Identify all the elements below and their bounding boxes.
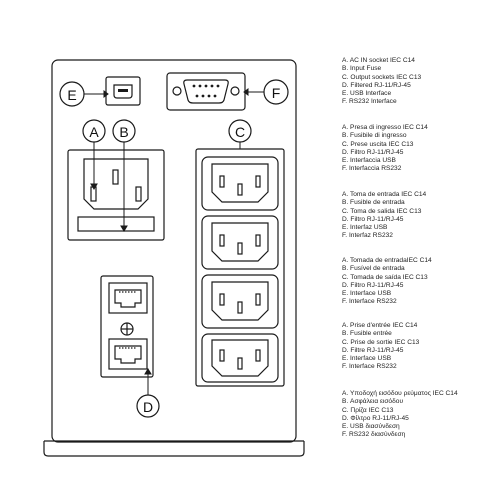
legend-line: A. Presa di ingresso IEC C14	[342, 124, 428, 131]
legend-line: E. Interface USB	[342, 355, 392, 363]
legend-line: E. USB Interface	[342, 90, 392, 98]
ac-input-socket	[67, 149, 165, 241]
legend-line: A. Υποδοχή εισόδου ρεύματος IEC C14	[342, 390, 458, 397]
callout-d: D	[136, 394, 160, 418]
legend-line: F. Interfaccia RS232	[342, 165, 402, 173]
ground-symbol-icon	[120, 322, 134, 336]
legend-line: B. Input Fuse	[342, 65, 382, 73]
callout-c: C	[228, 119, 252, 143]
legend-english: A. AC IN socket IEC C14 B. Input Fuse C.…	[342, 57, 498, 107]
legend-line: B. Ασφάλεια εισόδου	[342, 398, 404, 406]
svg-text:C: C	[235, 124, 245, 140]
svg-text:E: E	[67, 87, 76, 103]
rj45-port-bottom	[108, 338, 148, 370]
legend-line: A. AC IN socket IEC C14	[342, 57, 415, 64]
legend-line: D. Filtro RJ-11/RJ-45	[342, 148, 404, 156]
legend-italian: A. Presa di ingresso IEC C14 B. Fusibile…	[342, 124, 498, 174]
svg-text:A: A	[89, 124, 99, 140]
rj45-port-top	[108, 282, 148, 314]
callout-b: B	[112, 119, 136, 143]
legend-line: A. Prise d'entrée IEC C14	[342, 322, 418, 329]
legend-line: E. USB διασύνδεση	[342, 423, 400, 431]
legend-line: A. Tomada de entradaIEC C14	[342, 257, 432, 264]
usb-port	[105, 76, 141, 106]
legend-line: E. Interface USB	[342, 290, 392, 298]
legend-line: C. Πρίζα IEC C13	[342, 406, 394, 414]
output-socket-4	[201, 333, 279, 383]
callout-f: F	[263, 79, 289, 105]
legend-line: D. Φίλτρο RJ-11/RJ-45	[342, 414, 409, 422]
legend-line: F. RS232 Interface	[342, 98, 397, 106]
callout-a: A	[82, 119, 106, 143]
legend-line: B. Fusível de entrada	[342, 265, 405, 273]
legend-line: C. Tomada de saída IEC C13	[342, 273, 428, 281]
rs232-port	[166, 72, 246, 111]
ups-housing	[43, 59, 305, 457]
output-socket-1	[201, 156, 279, 211]
legend-greek: A. Υποδοχή εισόδου ρεύματος IEC C14 B. Α…	[342, 390, 498, 440]
output-socket-2	[201, 215, 279, 270]
legend-line: D. Filtered RJ-11/RJ-45	[342, 81, 411, 89]
legend-line: F. Interface RS232	[342, 363, 397, 371]
legend-line: D. Filtro RJ-11/RJ-45	[342, 281, 404, 289]
legend-line: C. Prise de sortie IEC C13	[342, 338, 420, 346]
legend-line: F. RS232 διασύνδεση	[342, 431, 406, 439]
legend-spanish: A. Toma de entrada IEC C14 B. Fusible de…	[342, 191, 498, 241]
svg-text:D: D	[143, 399, 153, 415]
legend-french: A. Prise d'entrée IEC C14 B. Fusible ent…	[342, 322, 498, 372]
rj-filter-panel	[100, 275, 154, 378]
legend-line: C. Toma de salida IEC C13	[342, 207, 422, 215]
svg-text:F: F	[272, 85, 281, 101]
legend-portuguese: A. Tomada de entradaIEC C14 B. Fusível d…	[342, 257, 498, 307]
output-socket-3	[201, 274, 279, 329]
legend-line: B. Fusibile di ingresso	[342, 132, 407, 140]
ups-rear-panel-diagram: E F A B C D	[43, 59, 305, 457]
svg-text:B: B	[119, 124, 128, 140]
legend-line: C. Output sockets IEC C13	[342, 73, 422, 81]
legend-line: B. Fusible de entrada	[342, 199, 405, 207]
callout-e: E	[59, 81, 85, 107]
legend-line: C. Prese uscita IEC C13	[342, 140, 414, 148]
input-fuse-drawer	[77, 216, 155, 232]
legend-line: F. Interfaz RS232	[342, 232, 393, 240]
legend-line: E. Interfaz USB	[342, 224, 388, 232]
legend-line: E. Interfaccia USB	[342, 157, 396, 165]
legend-line: B. Fusible entrée	[342, 330, 392, 338]
legend-line: A. Toma de entrada IEC C14	[342, 191, 427, 198]
legend-line: D. Filtre RJ-11/RJ-45	[342, 346, 404, 354]
callout-leaders	[84, 88, 264, 401]
legend-line: D. Filtro RJ-11/RJ-45	[342, 215, 404, 223]
legend-line: F. Interface RS232	[342, 298, 397, 306]
